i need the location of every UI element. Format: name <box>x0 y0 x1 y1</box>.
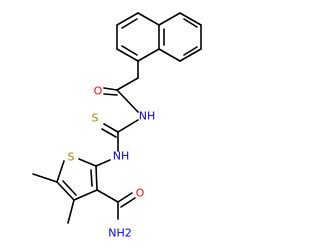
carboxamide-group <box>96 189 136 220</box>
bond <box>121 45 138 56</box>
acyl-linker <box>103 60 139 113</box>
naphthalene-group <box>116 12 202 62</box>
bond <box>103 123 119 133</box>
bond <box>62 180 77 196</box>
bond <box>158 48 181 62</box>
bond <box>158 12 181 26</box>
thiophene-ring <box>56 158 98 201</box>
bond <box>56 181 75 201</box>
bond <box>67 199 75 224</box>
bond <box>103 87 118 91</box>
bond <box>73 189 98 201</box>
bond <box>116 89 139 113</box>
bond <box>183 46 198 56</box>
bond <box>78 158 97 167</box>
bond <box>95 159 111 167</box>
bond <box>117 119 139 133</box>
bond <box>179 48 202 62</box>
bond <box>95 165 98 191</box>
bond <box>137 12 160 26</box>
bond <box>101 128 117 138</box>
bond <box>116 48 139 62</box>
bond <box>120 197 136 208</box>
bond <box>121 18 138 29</box>
thiourea-nh-label: NH <box>113 150 130 163</box>
amide-nh-label: NH <box>139 110 156 123</box>
bond <box>56 160 65 183</box>
acyl-oxygen-label: O <box>94 85 103 98</box>
thione-sulfur-label: S <box>92 112 99 125</box>
molecule-structure-diagram: S O NH NH S O NH2 <box>32 12 202 240</box>
atom-labels: S O NH NH S O NH2 <box>68 85 156 240</box>
ring-sulfur-label: S <box>68 151 75 164</box>
bond <box>96 189 119 203</box>
carboxamide-oxygen-label: O <box>136 187 145 200</box>
bond <box>179 12 202 26</box>
bond <box>116 77 139 91</box>
bond <box>90 169 93 187</box>
bond <box>117 192 133 203</box>
bond <box>137 48 160 62</box>
bond <box>116 12 139 26</box>
methyl-groups <box>32 173 75 224</box>
bond <box>103 93 118 96</box>
bond <box>32 173 58 183</box>
bond <box>183 18 198 28</box>
thiourea-group <box>95 119 139 167</box>
amine-nh2-label: NH2 <box>108 227 132 240</box>
